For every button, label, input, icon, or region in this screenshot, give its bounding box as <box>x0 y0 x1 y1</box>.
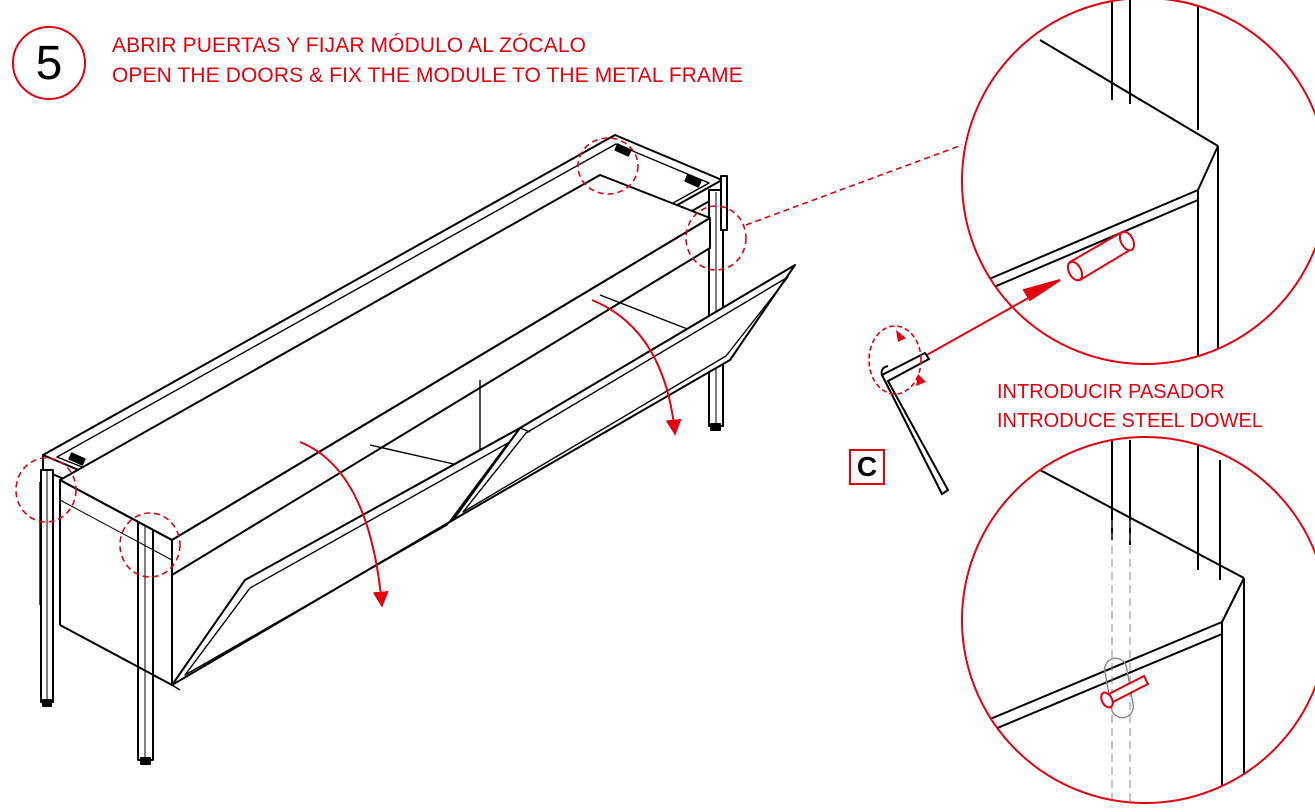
cabinet-body <box>39 174 711 686</box>
title-es: ABRIR PUERTAS Y FIJAR MÓDULO AL ZÓCALO <box>112 34 587 57</box>
tool-label: C <box>849 449 885 485</box>
instruction-es: INTRODUCIR PASADOR <box>997 381 1225 403</box>
steel-dowel-inserted-icon <box>1100 657 1150 719</box>
detail-top <box>961 0 1315 365</box>
right-door <box>452 264 796 521</box>
allen-key-icon <box>880 351 950 496</box>
tool-rotation-indicator <box>868 325 922 395</box>
steel-dowel-icon <box>1066 230 1136 282</box>
door-rotation-arrows <box>299 299 682 608</box>
title-en: OPEN THE DOORS & FIX THE MODULE TO THE M… <box>112 64 743 87</box>
detail-top-circle <box>961 0 1315 365</box>
detail-markers <box>15 137 963 578</box>
sideboard-drawing <box>39 134 796 765</box>
rotation-arrowhead <box>916 374 926 386</box>
step-number: 5 <box>12 26 86 100</box>
insertion-arrow <box>924 279 1061 357</box>
rotation-arrowhead <box>896 330 906 342</box>
detail-bottom-circle <box>961 436 1315 804</box>
instruction-en: INTRODUCE STEEL DOWEL <box>997 410 1263 432</box>
detail-bottom <box>961 436 1315 804</box>
